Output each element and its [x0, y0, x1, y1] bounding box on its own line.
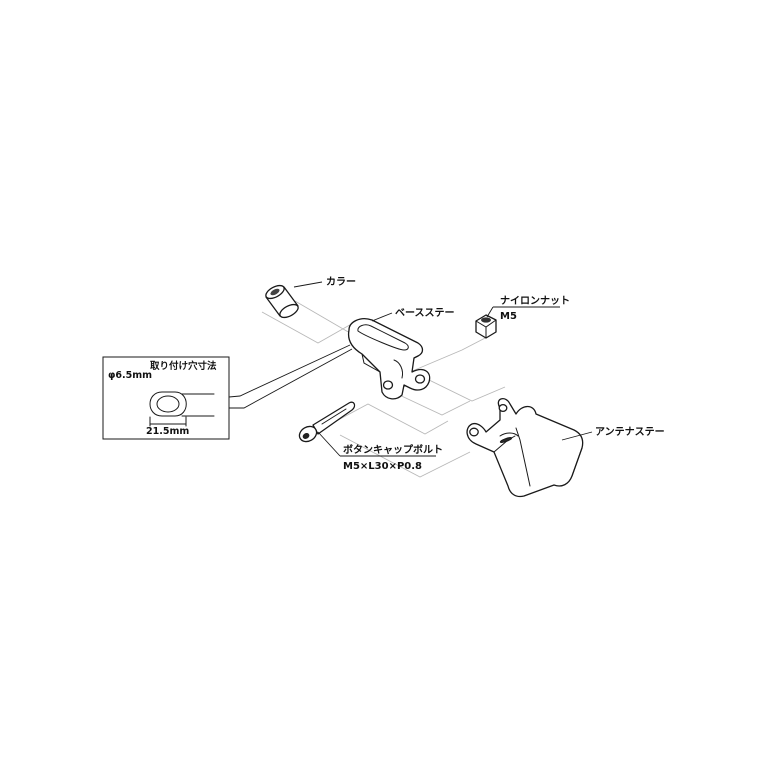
nylon-nut-label: ナイロンナット [500, 295, 570, 307]
hole-diameter-label: φ6.5mm [108, 370, 152, 381]
antenna-stay-label: アンテナステー [595, 426, 665, 438]
detail-title: 取り付け穴寸法 [150, 360, 217, 372]
nylon-nut-spec: M5 [500, 311, 517, 322]
collar-part [265, 284, 299, 319]
button-cap-bolt-spec: M5×L30×P0.8 [343, 461, 422, 472]
base-stay-callout: ベースステー [371, 307, 455, 322]
collar-label: カラー [326, 276, 356, 288]
assembly-guide-lines [261, 300, 506, 478]
nylon-nut-part [475, 314, 497, 339]
collar-callout: カラー [293, 276, 356, 288]
mounting-hole-detail: 取り付け穴寸法 φ6.5mm 21.5mm [102, 344, 353, 440]
button-cap-bolt-label: ボタンキャップボルト [343, 443, 443, 456]
antenna-stay-callout: アンテナステー [561, 426, 665, 441]
nylon-nut-callout: ナイロンナット M5 [486, 295, 570, 322]
hole-length-label: 21.5mm [146, 426, 189, 437]
base-stay-part [347, 318, 431, 400]
button-cap-bolt-part [298, 401, 356, 443]
antenna-stay-part [466, 398, 584, 498]
base-stay-label: ベースステー [395, 307, 455, 319]
button-cap-bolt-callout: ボタンキャップボルト M5×L30×P0.8 [317, 431, 443, 472]
